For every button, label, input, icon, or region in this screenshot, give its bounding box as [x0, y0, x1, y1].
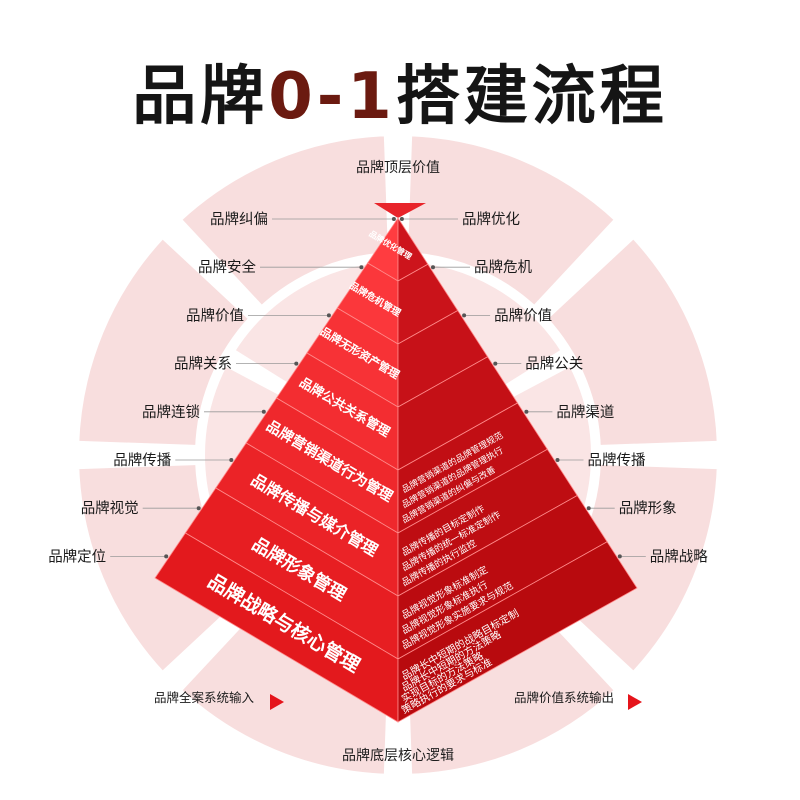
left-item-4: 品牌连锁: [142, 404, 200, 421]
left-item-3: 品牌关系: [174, 356, 232, 373]
right-item-5: 品牌传播: [588, 452, 646, 469]
right-dot-1: [431, 265, 435, 270]
input-label: 品牌全案系统输入: [154, 690, 255, 705]
right-dot-2: [462, 313, 467, 318]
right-dot-5: [555, 458, 560, 462]
ring-segment-outer-2: [540, 458, 723, 679]
left-dot-5: [229, 458, 234, 462]
left-item-1: 品牌安全: [198, 258, 256, 276]
right-dot-0: [399, 217, 404, 221]
right-item-4: 品牌渠道: [556, 404, 614, 421]
left-item-5: 品牌传播: [113, 452, 171, 469]
right-item-3: 品牌公关: [525, 356, 583, 373]
pyramid-layer-right-7: [397, 541, 638, 723]
left-item-6: 品牌视觉: [81, 500, 139, 517]
right-item-2: 品牌价值: [494, 307, 552, 324]
left-dot-0: [391, 217, 396, 221]
pyramid-cap: [374, 203, 426, 218]
title-lead: 品牌: [132, 60, 269, 134]
right-item-6: 品牌形象: [619, 500, 677, 517]
right-item-1: 品牌危机: [474, 259, 532, 276]
ring-segment-outer-0: [401, 130, 622, 313]
left-item-0: 品牌纠偏: [210, 211, 268, 228]
left-dot-1: [359, 265, 364, 270]
left-item-2: 品牌价值: [186, 307, 244, 324]
ring-segment-outer-1: [540, 231, 723, 452]
right-dot-6: [586, 506, 591, 511]
right-item-7: 品牌战略: [650, 548, 708, 565]
bottom-logic-label: 品牌底层核心逻辑: [342, 747, 454, 764]
right-dot-4: [524, 409, 529, 414]
right-item-0: 品牌优化: [462, 211, 520, 228]
page-title: 品牌0-1搭建流程: [0, 52, 800, 142]
left-dot-2: [326, 313, 331, 318]
io-labels: 品牌全案系统输入 品牌价值系统输出: [154, 690, 642, 710]
input-arrow-icon: [270, 694, 284, 710]
output-arrow-icon: [628, 694, 642, 710]
left-item-7: 品牌定位: [48, 548, 106, 565]
left-dot-3: [294, 361, 299, 366]
output-label: 品牌价值系统输出: [514, 690, 614, 705]
ring-segment-outer-6: [73, 231, 256, 452]
title-number: 0-1: [268, 60, 396, 134]
ring-segment-outer-7: [174, 130, 395, 313]
right-dot-3: [493, 361, 498, 366]
title-tail: 搭建流程: [395, 60, 668, 134]
left-dot-4: [261, 409, 266, 414]
top-value-label: 品牌顶层价值: [356, 159, 440, 176]
left-dot-6: [196, 506, 201, 511]
right-dot-7: [617, 554, 622, 559]
left-dot-7: [164, 554, 169, 559]
